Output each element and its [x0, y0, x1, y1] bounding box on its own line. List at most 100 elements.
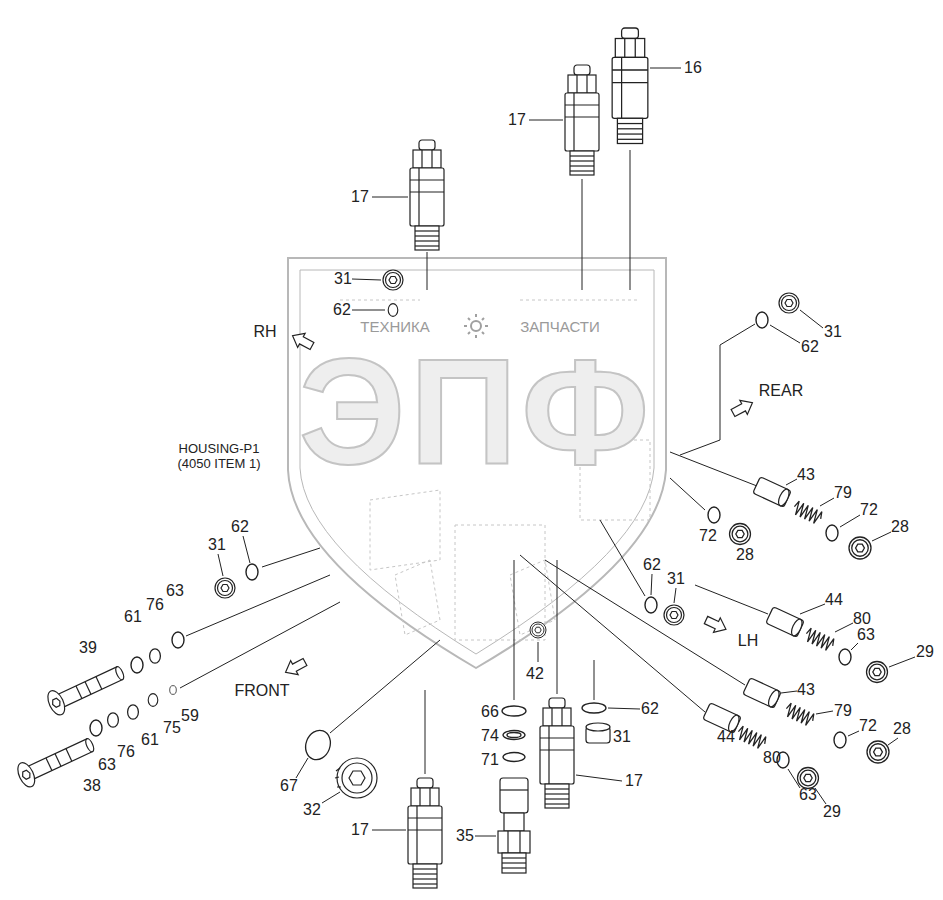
callout-number: 28 — [736, 547, 754, 563]
relief-valves — [565, 65, 599, 175]
o-rings — [128, 705, 139, 719]
callout-number: 76 — [146, 597, 164, 613]
leader-lines — [296, 758, 308, 778]
leader-lines — [848, 731, 859, 736]
port-plug — [342, 763, 372, 793]
housing-outline — [288, 258, 666, 668]
callout-number: 31 — [667, 571, 685, 587]
o-rings — [388, 304, 398, 317]
callout-number: 75 — [163, 720, 181, 736]
fitting — [500, 778, 528, 813]
leader-lines — [372, 197, 408, 198]
port-plug — [349, 771, 365, 785]
callout-number: 74 — [481, 728, 499, 744]
flat-rings — [302, 727, 335, 763]
leader-lines — [538, 642, 539, 662]
callout-number: 71 — [481, 752, 499, 768]
fitting — [502, 853, 526, 873]
leader-lines — [180, 68, 915, 836]
plugs — [664, 605, 684, 625]
o-rings — [756, 312, 768, 328]
fitting — [500, 789, 528, 790]
leader-lines — [330, 640, 440, 733]
sleeves-springs — [766, 607, 804, 638]
leader-lines — [576, 775, 622, 781]
leader-lines — [835, 623, 853, 632]
housing-outline — [288, 258, 666, 668]
leader-lines — [695, 585, 768, 614]
housing-label: HOUSING-P1 (4050 ITEM 1) — [163, 442, 275, 472]
leader-lines — [180, 602, 340, 688]
callout-number: 28 — [891, 519, 909, 535]
callout-number: 76 — [117, 744, 135, 760]
leader-lines — [770, 325, 800, 343]
leader-lines — [670, 452, 757, 486]
watermark-text: ТЕХНИКА — [360, 319, 430, 334]
leader-lines — [475, 836, 496, 837]
direction-arrows — [282, 329, 756, 680]
leader-lines — [720, 324, 755, 345]
leader-lines — [186, 575, 330, 636]
flat-rings — [302, 703, 606, 763]
flat-rings — [503, 753, 525, 762]
leader-lines — [820, 498, 834, 506]
o-rings — [90, 720, 102, 736]
callout-number: 79 — [834, 485, 852, 501]
fitting — [498, 778, 530, 873]
sleeves-springs — [735, 725, 767, 750]
fitting — [502, 857, 526, 858]
plugs — [215, 578, 235, 598]
leader-lines — [608, 708, 640, 709]
relief-valves — [540, 698, 574, 808]
sleeves-springs — [753, 477, 791, 508]
callout-number: 43 — [797, 682, 815, 698]
callout-number: 79 — [834, 703, 852, 719]
gear-symbol — [471, 321, 481, 331]
callout-number: 61 — [124, 609, 142, 625]
callout-number: 80 — [763, 750, 781, 766]
o-rings — [131, 657, 143, 673]
callout-number: 31 — [613, 729, 631, 745]
housing-detail — [370, 490, 440, 570]
gear-symbol — [464, 314, 488, 338]
leader-lines — [674, 588, 676, 603]
callout-number: 62 — [643, 557, 661, 573]
leader-lines — [372, 830, 406, 831]
direction-arrows — [729, 396, 756, 420]
leader-lines — [427, 252, 428, 290]
o-rings — [108, 713, 119, 727]
callout-number: 72 — [859, 718, 877, 734]
plugs — [383, 270, 403, 290]
leader-lines — [262, 548, 320, 567]
callout-number: 29 — [823, 804, 841, 820]
callout-number: 44 — [717, 729, 735, 745]
direction-label: REAR — [759, 383, 803, 399]
callout-number: 31 — [824, 324, 842, 340]
callout-number: 72 — [860, 502, 878, 518]
callout-number: 28 — [893, 721, 911, 737]
o-rings — [834, 732, 846, 748]
callout-number: 62 — [333, 302, 351, 318]
leader-lines — [514, 560, 515, 700]
leader-lines — [872, 532, 891, 541]
leader-lines — [800, 310, 823, 328]
callout-number: 62 — [801, 339, 819, 355]
o-rings — [645, 597, 657, 613]
small-plug — [586, 723, 610, 731]
fitting — [507, 831, 508, 853]
o-rings — [172, 632, 184, 648]
small-plug — [586, 723, 610, 743]
fitting — [498, 831, 530, 853]
fitting — [504, 813, 524, 831]
o-rings — [90, 304, 851, 768]
housing-detail — [340, 300, 640, 301]
flat-rings — [502, 706, 526, 716]
leader-lines — [816, 711, 833, 714]
leader-lines — [888, 738, 898, 745]
relief-valves — [612, 28, 648, 144]
callout-number: 59 — [181, 708, 199, 724]
leader-lines — [520, 555, 705, 712]
fitting — [502, 862, 526, 863]
leader-lines — [243, 536, 250, 563]
callout-number: 17 — [508, 112, 526, 128]
